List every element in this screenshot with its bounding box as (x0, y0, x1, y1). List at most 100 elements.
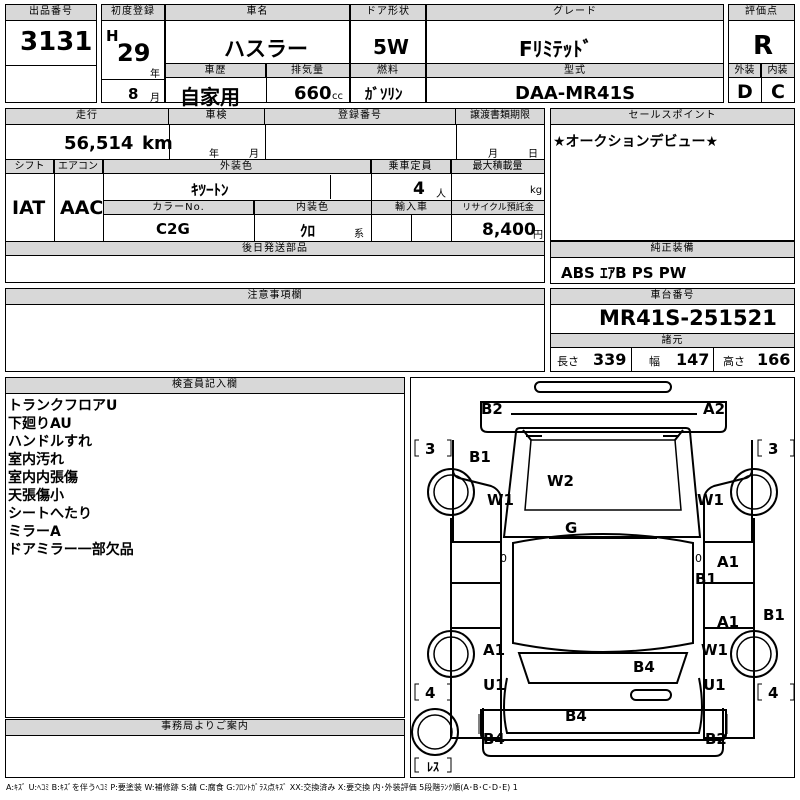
damage-b1-side: B1 (763, 606, 785, 624)
sales-point-text: ★オークションデビュー★ (553, 134, 719, 150)
damage-w2-hood: W2 (547, 472, 574, 490)
reg-month: 8 (128, 85, 139, 103)
door: 5W (373, 35, 409, 59)
chassis-box: 車台番号 MR41S-251521 諸元 長さ 339 幅 147 高さ 166 (550, 288, 795, 372)
recycle-unit: 円 (533, 230, 543, 241)
int-score: C (771, 81, 785, 103)
damage-a1-right-2: A1 (717, 613, 740, 631)
reg-year: 29 (117, 39, 151, 67)
history-label: 車歴 (166, 64, 266, 78)
tire-depth-rear-left: 4 (425, 684, 436, 702)
tire-depth-front-left: 3 (425, 440, 436, 458)
displacement: 660 (294, 83, 332, 104)
damage-a1-right-1: A1 (717, 553, 740, 571)
note-line: 室内汚れ (8, 452, 64, 468)
spec-label: 諸元 (551, 334, 794, 348)
era: H (106, 27, 119, 45)
damage-w1-left: W1 (487, 491, 514, 509)
max-load-label: 最大積載量 (451, 160, 544, 174)
damage-b4-bottom-left: B4 (483, 730, 505, 748)
inspector-notes-list: トランクフロアU 下廻りAU ハンドルすれ 室内汚れ 室内内張傷 天張傷小 シー… (8, 397, 134, 559)
hgt-label: 高さ (723, 355, 745, 368)
damage-b4-center: B4 (633, 658, 655, 676)
damage-b2-front-left: B2 (481, 400, 503, 418)
capacity-label: 乗車定員 (371, 160, 451, 174)
office-notice-box: 事務局よりご案内 (5, 719, 405, 778)
damage-b1-right: B1 (695, 570, 717, 588)
later-parts-label: 後日発送部品 (6, 242, 544, 256)
score-box: 評価点 R 外装 内装 D C (728, 4, 795, 103)
inspector-label: 検査員記入欄 (6, 378, 404, 394)
mileage-label: 走行 (6, 109, 169, 125)
insp-month-unit: 月 (249, 149, 259, 160)
lot-number-box: 出品番号 3131 (5, 4, 97, 103)
lot-number: 3131 (20, 27, 93, 57)
int-color-unit: 系 (354, 229, 364, 240)
note-line: ミラーA (8, 524, 61, 540)
damage-u1-left: U1 (483, 676, 506, 694)
score: R (753, 31, 774, 61)
ac: AAC (60, 197, 104, 219)
damage-g-windshield: G (565, 519, 578, 537)
capacity-unit: 人 (436, 189, 446, 200)
transfer-month-unit: 月 (488, 149, 498, 160)
int-label: 内装 (761, 64, 794, 78)
vehicle-details-box: 走行 車検 登録番号 譲渡書類期限 56,514 km 年 月 月 日 シフト … (5, 108, 545, 283)
ext-label: 外装 (729, 64, 761, 78)
month-unit: 月 (150, 93, 160, 104)
damage-w1-right: W1 (697, 491, 724, 509)
inspection-label: 車検 (169, 109, 265, 125)
lot-number-label: 出品番号 (6, 5, 96, 21)
first-registration-box: 初度登録 H 29 年 8 月 (101, 4, 165, 104)
car-name: ハスラー (224, 37, 308, 61)
reg-no-label: 登録番号 (265, 109, 456, 125)
equipment-text: ABS ｴｱB PS PW (561, 264, 687, 282)
len-label: 長さ (557, 355, 579, 368)
tire-depth-front-right: 3 (768, 440, 779, 458)
damage-b4-rear: B4 (565, 707, 587, 725)
recycle-label: リサイクル預託金 (452, 201, 544, 215)
caution-label: 注意事項欄 (6, 289, 544, 305)
ext-color: ｷﾂｰﾄﾝ (191, 181, 229, 199)
caution-box: 注意事項欄 (5, 288, 545, 372)
mileage: 56,514 (64, 133, 134, 154)
car-diagram-box: B2 A2 B1 W2 W1 W1 G 0 0 A1 B1 B1 A1 A1 B… (410, 377, 795, 778)
chassis-label: 車台番号 (551, 289, 794, 305)
grade-label: グレード (427, 5, 723, 21)
import-label: 輸入車 (372, 201, 451, 215)
color-no-label: カラーNo. (104, 201, 254, 215)
note-line: ハンドルすれ (8, 434, 92, 450)
door-label: ドア形状 (351, 5, 425, 21)
note-line: 室内内張傷 (8, 470, 78, 486)
fuel: ｶﾞｿﾘﾝ (365, 85, 403, 103)
damage-w1-rear-right: W1 (701, 641, 728, 659)
model: DAA-MR41S (515, 83, 636, 104)
note-line: 下廻りAU (8, 416, 72, 432)
equipment-box: 純正装備 ABS ｴｱB PS PW (550, 241, 795, 284)
color-no: C2G (156, 220, 190, 238)
mileage-unit: km (142, 133, 173, 154)
mark-zero-left: 0 (500, 552, 507, 565)
tire-depth-rear-right: 4 (768, 684, 779, 702)
max-load-unit: kg (530, 185, 543, 196)
wid: 147 (676, 350, 710, 369)
chassis-number: MR41S-251521 (599, 306, 777, 330)
car-name-label: 車名 (166, 5, 349, 21)
model-label: 型式 (427, 64, 723, 78)
transfer-label: 譲渡書類期限 (456, 109, 544, 125)
fuel-label: 燃料 (351, 64, 425, 78)
note-line: シートへたり (8, 506, 92, 522)
transfer-day-unit: 日 (528, 149, 538, 160)
note-line: トランクフロアU (8, 398, 118, 414)
note-line: ドアミラー一部欠品 (8, 542, 134, 558)
damage-a2-front-right: A2 (703, 400, 726, 418)
damage-b2-bottom-right: B2 (705, 730, 727, 748)
equipment-label: 純正装備 (551, 242, 794, 258)
int-color-label: 内装色 (254, 201, 371, 215)
wid-label: 幅 (649, 355, 660, 368)
sales-point-label: セールスポイント (551, 109, 794, 125)
shift-label: シフト (6, 160, 54, 174)
note-line: 天張傷小 (8, 488, 64, 504)
history: 自家用 (180, 85, 240, 109)
